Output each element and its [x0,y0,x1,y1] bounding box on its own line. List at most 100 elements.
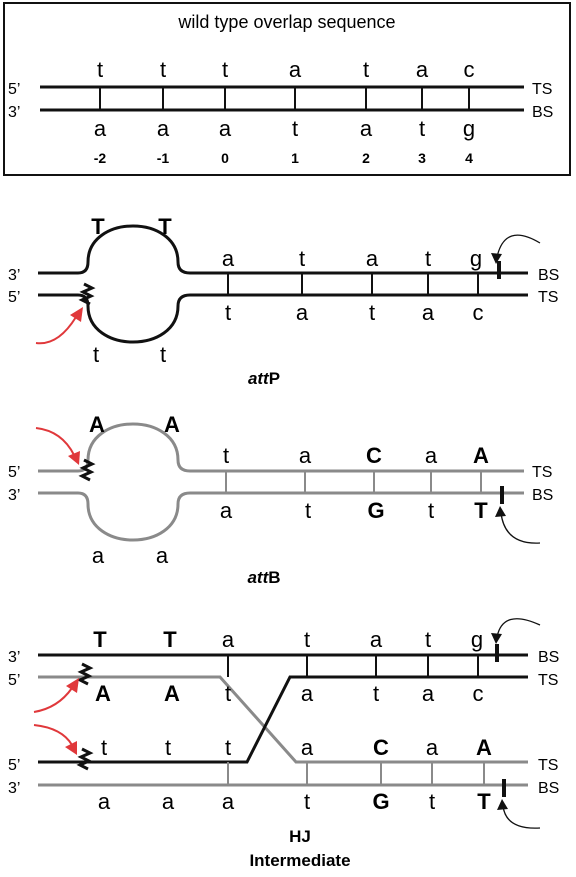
attp-bottom-bases: t a t a c [225,300,484,325]
hj-upper-top-base: a [222,627,235,652]
hj-upper-left-top-label: 3’ [8,649,20,666]
hj-lower-top-base: t [225,735,231,760]
attb-top-base: a [299,443,312,468]
wt-position-number: -1 [157,150,170,166]
hj-lower-top-base: t [101,735,107,760]
attp-black-arrow [496,234,541,258]
hj-panel: 3’ 5’ BS TS 5’ 3’ TS BS T T [8,618,559,870]
attb-loop-top-base: A [164,412,180,437]
wt-position-number: 2 [362,150,370,166]
hj-lower-bottom-base: G [372,789,389,814]
attp-bottom-strand [38,293,528,344]
attp-left-top-label: 3’ [8,267,20,284]
wt-right-top-label: TS [532,81,552,98]
hj-gray-crossing-strand [38,675,528,764]
hj-upper-top-base: t [425,627,431,652]
hj-upper-red-arrowhead [66,678,79,693]
attb-black-arrowhead [495,506,506,517]
hj-upper-right-top-label: BS [538,649,559,666]
hj-upper-mid-bases: A A t a t a c [95,681,483,706]
hj-lower-top-base: a [301,735,314,760]
attp-right-bottom-label: TS [538,289,558,306]
hj-lower-right-bottom-label: BS [538,780,559,797]
wt-base-pair-ticks [99,87,470,110]
wt-top-base: t [222,57,228,82]
wt-top-bases: t t t a t a c [97,57,475,82]
hj-lower-left-bottom-label: 3’ [8,780,20,797]
attp-caption-italic: att [248,369,270,388]
attb-caption-rest: B [268,568,280,587]
hj-lower-bottom-base: t [429,789,435,814]
attp-right-top-label: BS [538,267,559,284]
hj-upper-black-arrow [496,618,541,638]
attp-loop-top-base: T [91,214,105,239]
attp-top-base: a [222,246,235,271]
wt-top-base: t [97,57,103,82]
hj-lower-ticks [227,762,485,785]
wt-position-number: 0 [221,150,229,166]
hj-lower-bottom-base: a [162,789,175,814]
attb-caption: attB [247,568,280,587]
wt-top-base: c [464,57,475,82]
hj-upper-mid-base: A [164,681,180,706]
wt-position-number: -2 [94,150,107,166]
attb-bottom-strand [38,491,524,542]
wt-left-bottom-label: 3’ [8,104,20,121]
hj-upper-top-bases: T T a t a t g [93,627,483,652]
hj-lower-bottom-base: a [222,789,235,814]
attb-left-top-label: 5’ [8,464,20,481]
hj-lower-top-base: A [476,735,492,760]
attp-bottom-base: c [473,300,484,325]
hj-upper-left-bottom-label: 5’ [8,672,20,689]
hj-upper-cleavage-zigzag [76,662,94,686]
attb-loop-bottom-base: a [92,543,105,568]
attb-ticks [225,471,482,493]
attb-bottom-base: t [305,498,311,523]
attb-top-base: a [425,443,438,468]
wt-position-numbers: -2 -1 0 1 2 3 4 [94,150,473,166]
attp-caption-rest: P [269,369,280,388]
attb-top-base: t [223,443,229,468]
hj-upper-red-arrow [33,687,73,713]
hj-upper-mid-base: c [473,681,484,706]
hj-lower-top-base: t [165,735,171,760]
hj-upper-black-arrowhead [491,633,502,644]
attp-top-strand [38,224,528,275]
attb-bottom-base: G [367,498,384,523]
attb-red-arrow [35,427,75,456]
wt-position-number: 3 [418,150,426,166]
hj-lower-red-arrowhead [65,741,77,755]
hj-lower-bottom-base: a [98,789,111,814]
hj-black-crossing-strand [38,675,528,764]
wt-top-base: a [289,57,302,82]
wt-bottom-base: t [292,116,298,141]
attp-top-base: g [470,246,482,271]
attb-bottom-bases: a t G t T [220,498,488,523]
hj-lower-right-top-label: TS [538,757,558,774]
hj-caption-line1: HJ [289,827,311,846]
hj-upper-mid-base: t [373,681,379,706]
hj-upper-top-base: a [370,627,383,652]
attb-loop-top-base: A [89,412,105,437]
attp-panel: 3’ 5’ BS TS T T t t a t a t g t a t a [8,214,559,388]
hj-lower-top-base: a [426,735,439,760]
wt-top-base: a [416,57,429,82]
hj-lower-top-bases: t t t a C a A [101,735,492,760]
attp-top-base: a [366,246,379,271]
attp-left-bottom-label: 5’ [8,289,20,306]
wt-position-number: 4 [465,150,473,166]
attp-cleavage-zigzag [78,282,96,306]
hj-lower-red-arrow [33,724,73,746]
attb-bottom-base: T [474,498,488,523]
attp-red-arrowhead [70,307,83,322]
wild-type-panel: wild type overlap sequence 5’ 3’ TS BS t… [3,2,571,176]
hj-upper-mid-base: A [95,681,111,706]
attb-top-strand [38,422,524,473]
attb-right-bottom-label: BS [532,487,553,504]
attb-caption-italic: att [247,568,269,587]
hj-upper-top-base: T [163,627,177,652]
hj-lower-bottom-base: T [477,789,491,814]
attb-cleavage-zigzag [78,458,96,482]
attp-loop-bottom-base: t [160,342,166,367]
